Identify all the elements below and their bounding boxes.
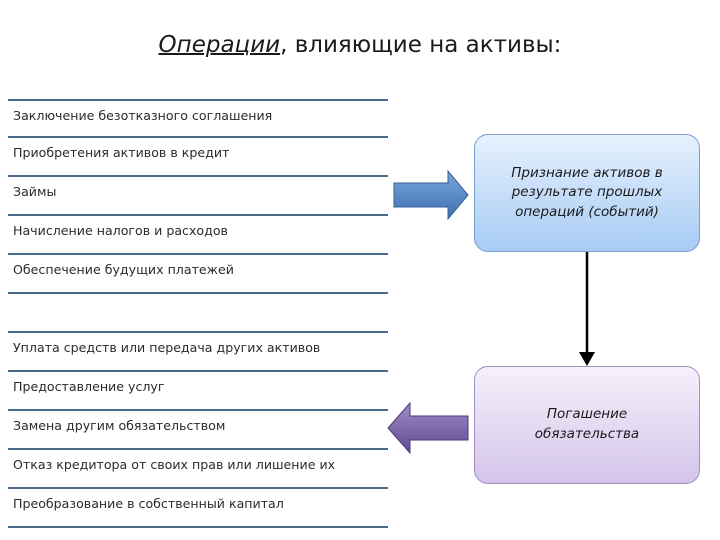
recognition-box: Признание активов в результате прошлых о… — [474, 134, 700, 252]
title-emphasis: Операции — [158, 32, 281, 58]
list-item-label: Обеспечение будущих платежей — [13, 262, 234, 277]
list-item-label: Начисление налогов и расходов — [13, 223, 228, 238]
list-item-label: Приобретения активов в кредит — [13, 145, 230, 160]
list-item: Отказ кредитора от своих прав или лишени… — [8, 450, 388, 489]
settlement-box: Погашение обязательства — [474, 366, 700, 484]
title-rest: , влияющие на активы: — [280, 32, 562, 58]
list-item: Начисление налогов и расходов — [8, 216, 388, 255]
slide-title: Операции, влияющие на активы: — [0, 32, 720, 58]
operations-list: Заключение безотказного соглашения Приоб… — [8, 99, 388, 528]
down-arrowhead-icon — [579, 352, 595, 366]
list-item: Уплата средств или передача других актив… — [8, 333, 388, 372]
list-item-label: Уплата средств или передача других актив… — [13, 340, 321, 355]
settlement-label: Погашение обязательства — [534, 406, 640, 442]
list-item-label: Предоставление услуг — [13, 379, 165, 394]
list-item: Заключение безотказного соглашения — [8, 99, 388, 138]
list-item-label: Заключение безотказного соглашения — [13, 108, 273, 123]
list-item-label: Замена другим обязательством — [13, 418, 226, 433]
list-item-label: Преобразование в собственный капитал — [13, 496, 284, 511]
list-item: Замена другим обязательством — [8, 411, 388, 450]
list-item: Обеспечение будущих платежей — [8, 255, 388, 294]
list-item: Приобретения активов в кредит — [8, 138, 388, 177]
list-item-label: Отказ кредитора от своих прав или лишени… — [13, 457, 336, 472]
right-arrow-icon — [393, 169, 469, 221]
list-item — [8, 294, 388, 333]
list-item: Предоставление услуг — [8, 372, 388, 411]
left-arrow-icon — [387, 401, 469, 455]
recognition-label: Признание активов в результате прошлых о… — [511, 164, 663, 220]
list-item: Займы — [8, 177, 388, 216]
list-item: Преобразование в собственный капитал — [8, 489, 388, 528]
list-item-label: Займы — [13, 184, 57, 199]
